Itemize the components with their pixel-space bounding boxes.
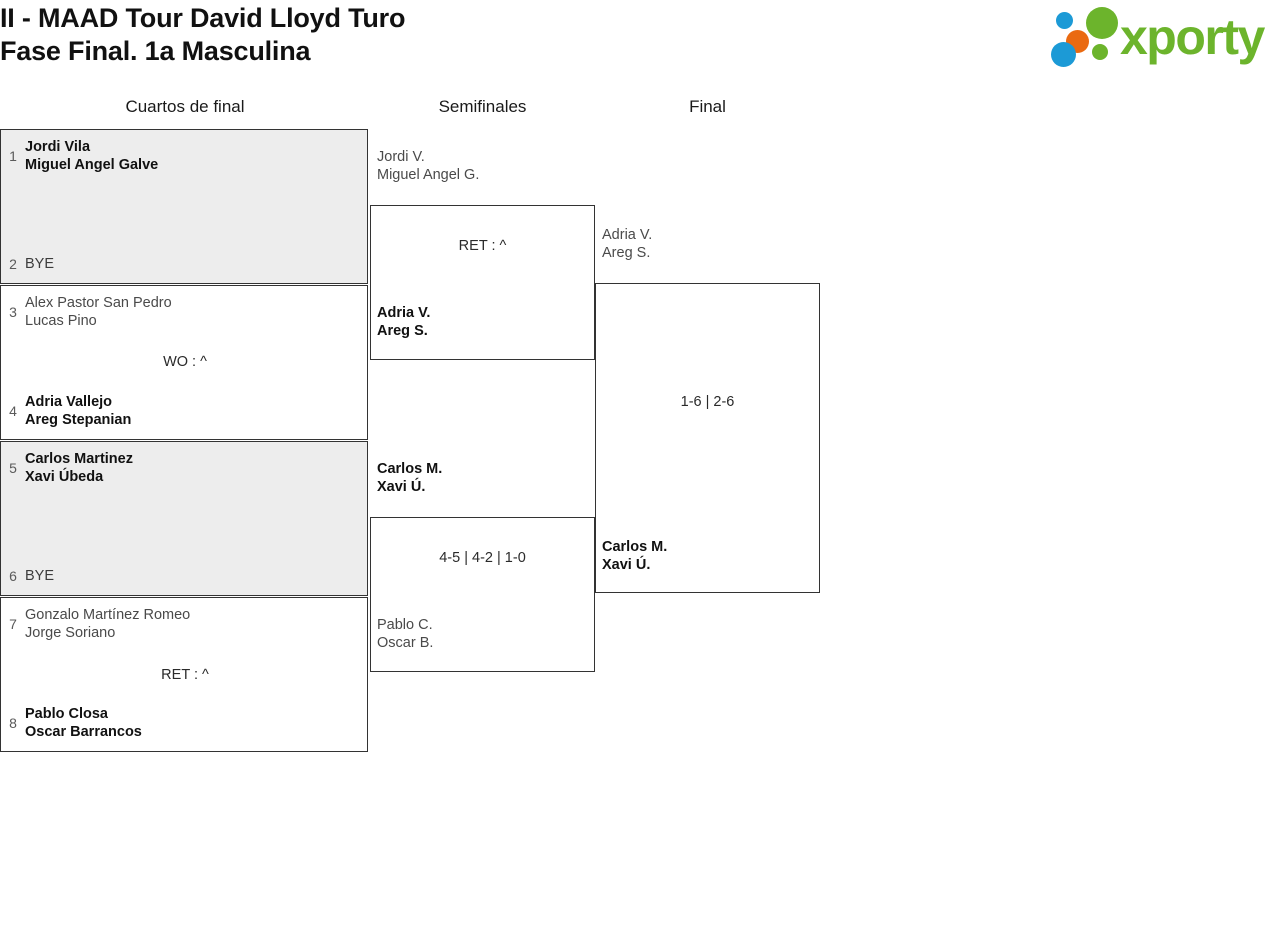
- logo-dots-icon: [1048, 6, 1124, 67]
- player-name: Areg S.: [602, 245, 651, 261]
- semifinal-2-team-top: Carlos M. Xavi Ú.: [377, 460, 592, 496]
- round-header-quarterfinals: Cuartos de final: [125, 97, 245, 116]
- xporty-logo[interactable]: xporty: [1048, 6, 1276, 68]
- player-name: Lucas Pino: [25, 313, 97, 329]
- semifinal-1-team-top: Jordi V. Miguel Angel G.: [377, 148, 592, 184]
- seed-number: 4: [9, 403, 17, 419]
- team-names: Pablo Closa Oscar Barrancos: [25, 705, 142, 741]
- player-name: Oscar B.: [377, 635, 434, 651]
- seed-number: 7: [9, 616, 17, 632]
- logo-dot-green-large-icon: [1086, 7, 1118, 39]
- match-team-top: 3 Alex Pastor San Pedro Lucas Pino: [1, 294, 361, 330]
- match-team-bottom: 2 BYE: [1, 255, 361, 273]
- match-semifinal-2[interactable]: 4-5 | 4-2 | 1-0: [370, 517, 595, 672]
- seed-number: 5: [9, 460, 17, 476]
- player-name: Carlos Martinez: [25, 451, 133, 467]
- match-semifinal-1[interactable]: RET : ^: [370, 205, 595, 360]
- match-final[interactable]: 1-6 | 2-6: [595, 283, 820, 593]
- match-team-bottom: 8 Pablo Closa Oscar Barrancos: [1, 705, 361, 741]
- match-score: RET : ^: [458, 238, 507, 254]
- bye-label: BYE: [25, 256, 55, 272]
- tournament-title-line-2: Fase Final. 1a Masculina: [0, 36, 311, 66]
- seed-number: 6: [9, 568, 17, 584]
- final-team-bottom: Carlos M. Xavi Ú.: [602, 538, 817, 574]
- player-name: Xavi Ú.: [602, 557, 651, 573]
- player-name: Jordi Vila: [25, 139, 91, 155]
- match-quarterfinal-1[interactable]: 1 Jordi Vila Miguel Angel Galve 2 BYE: [0, 129, 368, 284]
- semifinal-1-team-bottom: Adria V. Areg S.: [377, 304, 592, 340]
- player-name: Adria V.: [377, 305, 431, 321]
- player-name: Miguel Angel Galve: [25, 157, 159, 173]
- player-name: Carlos M.: [377, 461, 443, 477]
- tournament-title-line-1: II - MAAD Tour David Lloyd Turo: [0, 3, 406, 33]
- player-name: Adria Vallejo: [25, 394, 113, 410]
- round-header-final: Final: [689, 97, 726, 116]
- seed-number: 3: [9, 304, 17, 320]
- match-quarterfinal-3[interactable]: 5 Carlos Martinez Xavi Úbeda 6 BYE: [0, 441, 368, 596]
- player-name: Xavi Ú.: [377, 479, 426, 495]
- team-names: Jordi Vila Miguel Angel Galve: [25, 138, 158, 174]
- logo-wordmark: xporty: [1120, 9, 1265, 65]
- match-team-bottom: 6 BYE: [1, 567, 361, 585]
- bye-label: BYE: [25, 568, 55, 584]
- match-team-top: 1 Jordi Vila Miguel Angel Galve: [1, 138, 361, 174]
- player-name: Gonzalo Martínez Romeo: [25, 607, 191, 623]
- player-name: Pablo C.: [377, 617, 433, 633]
- logo-dot-green-small-icon: [1092, 44, 1108, 60]
- seed-number: 8: [9, 715, 17, 731]
- round-header-semifinals: Semifinales: [438, 97, 527, 116]
- match-score: RET : ^: [161, 667, 209, 683]
- player-name: Alex Pastor San Pedro: [25, 295, 172, 311]
- final-team-top: Adria V. Areg S.: [602, 226, 817, 262]
- player-name: Areg Stepanian: [25, 412, 132, 428]
- seed-number: 2: [9, 256, 17, 272]
- team-names: Carlos Martinez Xavi Úbeda: [25, 450, 133, 486]
- match-quarterfinal-2[interactable]: 3 Alex Pastor San Pedro Lucas Pino WO : …: [0, 285, 368, 440]
- match-score: 1-6 | 2-6: [680, 394, 735, 410]
- player-name: Oscar Barrancos: [25, 724, 142, 740]
- semifinal-2-team-bottom: Pablo C. Oscar B.: [377, 616, 592, 652]
- match-team-bottom: 4 Adria Vallejo Areg Stepanian: [1, 393, 361, 429]
- tournament-title: II - MAAD Tour David Lloyd Turo Fase Fin…: [0, 2, 900, 68]
- match-quarterfinal-4[interactable]: 7 Gonzalo Martínez Romeo Jorge Soriano R…: [0, 597, 368, 752]
- logo-dot-blue-large-icon: [1051, 42, 1076, 67]
- player-name: Jordi V.: [377, 149, 425, 165]
- match-team-top: 7 Gonzalo Martínez Romeo Jorge Soriano: [1, 606, 361, 642]
- player-name: Carlos M.: [602, 539, 668, 555]
- player-name: Xavi Úbeda: [25, 469, 104, 485]
- logo-dot-blue-small-icon: [1056, 12, 1073, 29]
- player-name: Adria V.: [602, 227, 653, 243]
- seed-number: 1: [9, 148, 17, 164]
- match-score: WO : ^: [163, 354, 207, 370]
- player-name: Jorge Soriano: [25, 625, 116, 641]
- team-names: Gonzalo Martínez Romeo Jorge Soriano: [25, 606, 190, 642]
- match-team-top: 5 Carlos Martinez Xavi Úbeda: [1, 450, 361, 486]
- player-name: Miguel Angel G.: [377, 167, 480, 183]
- team-names: Alex Pastor San Pedro Lucas Pino: [25, 294, 172, 330]
- player-name: Areg S.: [377, 323, 428, 339]
- team-names: Adria Vallejo Areg Stepanian: [25, 393, 131, 429]
- player-name: Pablo Closa: [25, 706, 108, 722]
- match-score: 4-5 | 4-2 | 1-0: [439, 550, 526, 566]
- page-header: II - MAAD Tour David Lloyd Turo Fase Fin…: [0, 0, 1280, 88]
